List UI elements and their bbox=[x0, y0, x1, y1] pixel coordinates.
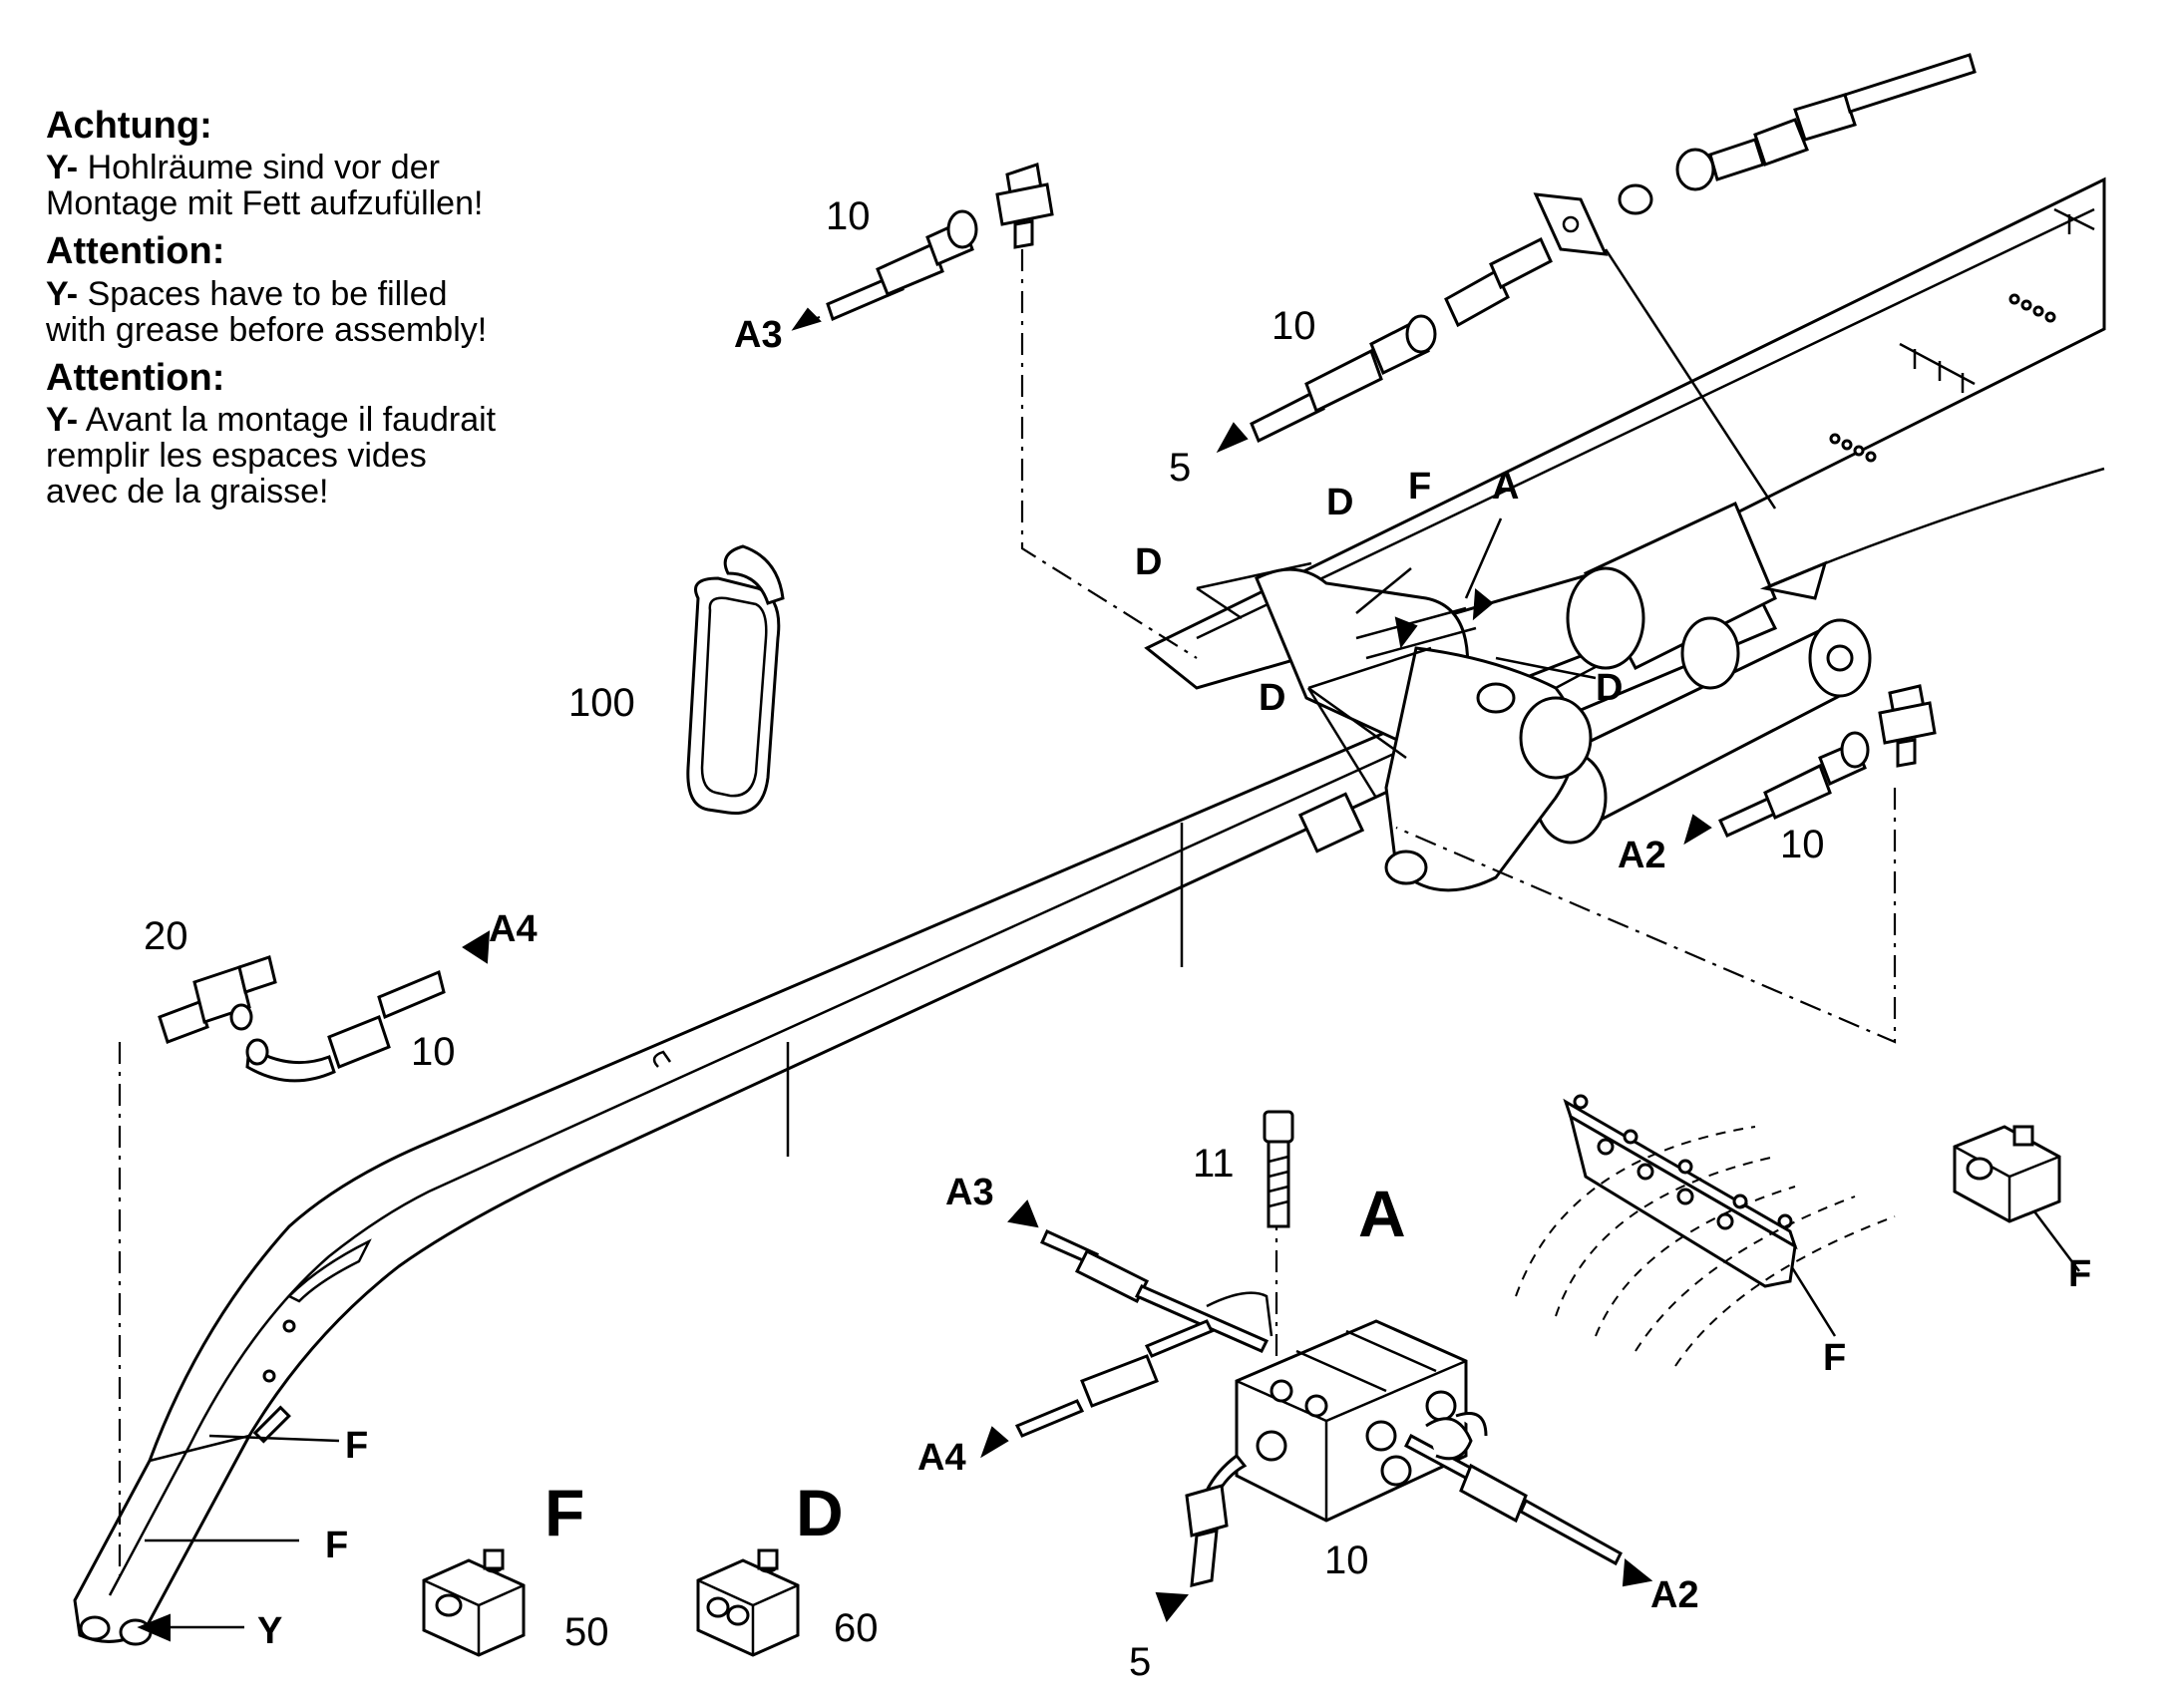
note-text: Spaces have to be filled bbox=[78, 274, 448, 313]
detail-lines bbox=[1014, 1229, 1623, 1587]
fitting-10-top-center bbox=[1250, 236, 1553, 444]
callout-labels: 10 A3 10 5 D D F A D D 100 A2 10 20 A4 1… bbox=[144, 194, 2091, 1684]
assembly-notes: Achtung: Y- Hohlräume sind vor der Monta… bbox=[46, 96, 604, 510]
fitting-10-top-left bbox=[826, 209, 978, 322]
clamp-plate-and-nut bbox=[1533, 53, 1977, 256]
callout-20: 20 bbox=[144, 914, 188, 958]
detail-d-title: D bbox=[796, 1476, 844, 1549]
arrows bbox=[137, 307, 1712, 1642]
note-heading: Attention: bbox=[46, 356, 225, 399]
note-german: Achtung: Y- Hohlräume sind vor der Monta… bbox=[46, 105, 604, 223]
callout-10-top-left: 10 bbox=[826, 194, 871, 238]
arrow-a3-top bbox=[791, 307, 822, 331]
callout-f-boom-2: F bbox=[325, 1525, 348, 1566]
callout-y: Y bbox=[257, 1610, 282, 1652]
note-heading: Attention: bbox=[46, 230, 225, 273]
boom-arm bbox=[73, 586, 1778, 1646]
callout-d-3: D bbox=[1259, 677, 1285, 719]
grease-valve-top-left bbox=[995, 163, 1054, 249]
bolt-11 bbox=[1263, 1110, 1294, 1228]
note-line: with grease before assembly! bbox=[46, 310, 488, 349]
callout-f-far-right: F bbox=[2068, 1253, 2091, 1295]
callout-f-block-right: F bbox=[1823, 1337, 1846, 1379]
note-heading: Achtung: bbox=[46, 105, 212, 147]
note-line: remplir les espaces vides bbox=[46, 436, 427, 475]
callout-a4-detail: A4 bbox=[917, 1437, 966, 1479]
arrow-5-detail bbox=[1155, 1591, 1189, 1623]
callout-a-top: A bbox=[1492, 466, 1519, 508]
detail-f-title: F bbox=[545, 1476, 584, 1549]
note-english: Attention: Y- Spaces have to be filled w… bbox=[46, 230, 604, 349]
grease-nipple-row bbox=[1829, 207, 2095, 463]
arrow-a4-detail bbox=[980, 1426, 1009, 1459]
callout-f-boom-1: F bbox=[345, 1425, 368, 1467]
arrow-a4-left bbox=[462, 930, 491, 964]
note-french: Attention: Y- Avant la montage il faudra… bbox=[46, 356, 604, 511]
note-prefix: Y- bbox=[46, 149, 79, 187]
callout-10-right: 10 bbox=[1780, 823, 1825, 866]
callout-d-4: D bbox=[1596, 667, 1623, 709]
callout-50: 50 bbox=[564, 1610, 609, 1654]
note-prefix: Y- bbox=[46, 400, 79, 439]
callout-a3-top: A3 bbox=[734, 314, 783, 356]
callout-a2-detail: A2 bbox=[1650, 1574, 1699, 1616]
callout-f-top: F bbox=[1408, 466, 1431, 508]
grease-manifold-f bbox=[1515, 1094, 1896, 1367]
grease-valve-right bbox=[1878, 684, 1937, 768]
arrow-a2-right bbox=[1683, 814, 1712, 846]
callout-10-detail: 10 bbox=[1324, 1538, 1369, 1582]
arrow-a2-detail bbox=[1622, 1558, 1653, 1587]
callout-a2-right: A2 bbox=[1618, 835, 1666, 876]
callout-d-1: D bbox=[1135, 541, 1162, 583]
hose-clamp-100 bbox=[686, 544, 785, 816]
callout-5-top: 5 bbox=[1169, 446, 1191, 490]
note-prefix: Y- bbox=[46, 274, 79, 313]
callout-10-left: 10 bbox=[411, 1030, 456, 1074]
note-line: Y- Spaces have to be filled bbox=[46, 276, 604, 312]
callout-10-top-center: 10 bbox=[1272, 304, 1316, 348]
arrow-f-top bbox=[1394, 616, 1418, 649]
note-text: Hohlräume sind vor der bbox=[78, 149, 440, 187]
fitting-20-left bbox=[158, 955, 277, 1044]
callout-d-2: D bbox=[1326, 482, 1353, 523]
grease-block-50 bbox=[422, 1548, 526, 1657]
callout-60: 60 bbox=[834, 1606, 879, 1650]
callout-11: 11 bbox=[1193, 1142, 1235, 1186]
arrow-a3-detail bbox=[1007, 1199, 1039, 1228]
distributor-block-10 bbox=[1235, 1319, 1468, 1523]
note-line: Y- Hohlräume sind vor der bbox=[46, 150, 604, 185]
detail-a-title: A bbox=[1358, 1177, 1406, 1250]
callout-a3-detail: A3 bbox=[945, 1172, 994, 1213]
grease-block-60 bbox=[696, 1548, 800, 1657]
boom-upper-section bbox=[1144, 176, 2106, 690]
arrow-5-top bbox=[1216, 422, 1249, 454]
note-line: Y- Avant la montage il faudrait bbox=[46, 402, 604, 438]
elbow-fitting-10-left bbox=[245, 969, 446, 1083]
arrow-a-top bbox=[1472, 588, 1494, 621]
fitting-10-right bbox=[1718, 731, 1870, 838]
callout-a4-left: A4 bbox=[489, 908, 538, 950]
grease-block-far-right bbox=[1953, 1125, 2061, 1223]
note-text: Avant la montage il faudrait bbox=[78, 400, 497, 439]
callout-5-detail: 5 bbox=[1129, 1640, 1151, 1684]
pivot-joint bbox=[1255, 567, 1593, 892]
note-line: Montage mit Fett aufzufüllen! bbox=[46, 184, 484, 223]
note-line: avec de la graisse! bbox=[46, 472, 329, 511]
hydraulic-cylinder bbox=[1534, 501, 1872, 845]
callout-100: 100 bbox=[568, 681, 635, 725]
